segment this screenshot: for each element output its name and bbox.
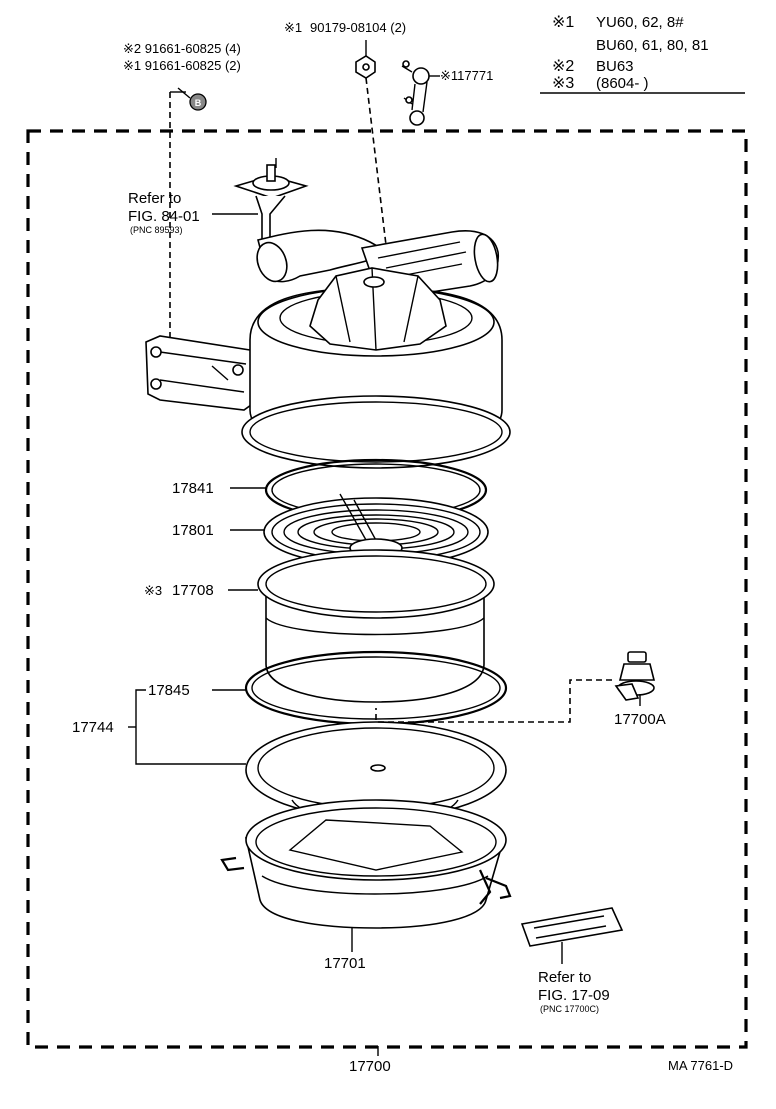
legend-mark-3: ※3: [552, 75, 574, 92]
legend-text-1: YU60, 62, 8#: [596, 14, 684, 31]
label-17701: 17701: [324, 955, 366, 972]
nut-part-number-2: ※1 91661-60825 (2): [123, 58, 241, 73]
drawing-code: MA 7761-D: [668, 1058, 733, 1073]
valve-17700A-icon: [614, 651, 656, 701]
label-17708: 17708: [172, 582, 214, 599]
bolt-mark: ※1: [284, 20, 302, 35]
legend-mark-2: ※2: [552, 58, 574, 75]
fastener-callouts: ※1 90179-08104 (2) ※2 91661-60825 (4) ※1…: [123, 20, 493, 380]
refer-bottom-pnc: (PNC 17700C): [540, 1004, 599, 1014]
label-17841: 17841: [172, 480, 214, 497]
legend-text-2: BU60, 61, 80, 81: [596, 37, 709, 54]
label-17700A: 17700A: [614, 711, 666, 728]
assembly-frame: [26, 129, 748, 1049]
refer-top-line1: Refer to: [128, 190, 181, 207]
label-17708-mark: ※3: [144, 583, 162, 598]
plate-17700C-icon: [520, 907, 624, 947]
legend-text-4: (8604- ): [596, 75, 649, 92]
nut-icon: [189, 93, 207, 111]
refer-top-pnc: (PNC 89593): [130, 225, 183, 235]
label-17744: 17744: [72, 719, 114, 736]
filter-sleeve-17708: [257, 549, 495, 703]
legend-text-3: BU63: [596, 58, 634, 75]
upper-refer-callout: Refer to FIG. 84-01 (PNC 89593): [128, 190, 258, 235]
refer-bottom-line1: Refer to: [538, 969, 591, 986]
air-cleaner-case-17701: [220, 799, 512, 929]
nut-badge-letter: B: [195, 98, 202, 108]
strap-part-number: ※117771: [440, 68, 493, 83]
bracket-17744: [135, 689, 246, 765]
bolt-icon: [355, 40, 376, 79]
label-17845: 17845: [148, 682, 190, 699]
model-legend: ※1 YU60, 62, 8# BU60, 61, 80, 81 ※2 BU63…: [540, 14, 745, 94]
air-cleaner-cap: [241, 267, 511, 469]
refer-bottom-line2: FIG. 17-09: [538, 987, 610, 1004]
bolt-leader-line: [365, 77, 387, 246]
legend-mark-1: ※1: [552, 14, 574, 31]
bolt-part-number: 90179-08104 (2): [310, 20, 406, 35]
label-17801: 17801: [172, 522, 214, 539]
strap-icon: [401, 60, 430, 126]
valve-leader-line: [375, 679, 612, 723]
nut-part-number-1: ※2 91661-60825 (4): [123, 41, 241, 56]
refer-top-line2: FIG. 84-01: [128, 208, 200, 225]
label-assembly-17700: 17700: [349, 1058, 391, 1075]
